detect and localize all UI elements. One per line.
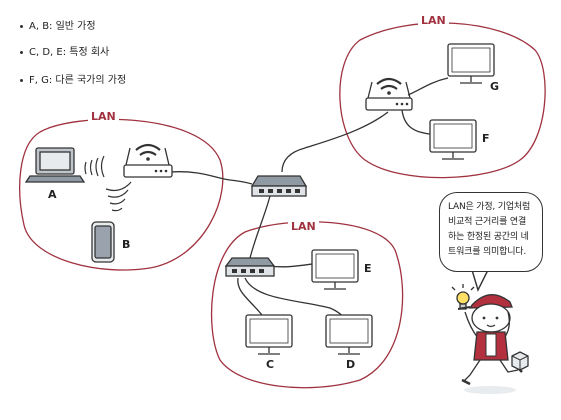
bullet-icon (20, 24, 23, 28)
laptop-a-icon (24, 147, 86, 183)
speech-line: LAN은 가정, 기업처럼 (448, 202, 531, 212)
cable-right-router-to-f (401, 109, 431, 135)
speech-line: 비교적 근거리를 연결 (448, 217, 527, 227)
lan-label-bottom: LAN (288, 220, 319, 233)
device-label-b: B (122, 238, 131, 251)
smartphone-b-icon (91, 221, 115, 263)
device-label-g: G (490, 80, 500, 93)
device-label-f: F (482, 132, 490, 145)
lan-boundary-bottom (210, 221, 404, 389)
legend-item: F, G: 다른 국가의 가정 (20, 76, 126, 86)
lan-switch-icon (224, 257, 276, 277)
bullet-icon (20, 78, 23, 82)
core-switch-icon (250, 175, 308, 197)
bullet-icon (20, 50, 23, 54)
device-label-c: C (266, 358, 275, 371)
legend-text: C, D, E: 특정 회사 (29, 47, 110, 58)
device-label-a: A (48, 188, 57, 201)
lan-boundary-top-right (339, 22, 546, 179)
cable-right-router-to-core-switch (281, 111, 389, 173)
device-label-e: E (364, 262, 372, 275)
lightbulb-icon (451, 284, 475, 310)
character-illustration (451, 284, 529, 394)
speech-line: 하는 한정된 공간의 네 (448, 232, 529, 242)
legend-item: A, B: 일반 가정 (20, 22, 96, 32)
cable-core-switch-to-lan-switch (249, 195, 271, 259)
legend-text: F, G: 다른 국가의 가정 (29, 75, 127, 86)
legend-item: C, D, E: 특정 회사 (20, 48, 109, 58)
cable-right-router-to-g (407, 77, 449, 96)
wireless-signal-phone (105, 181, 132, 212)
monitor-g-icon (447, 43, 495, 84)
monitor-f-icon (429, 119, 477, 160)
monitor-d-icon (325, 314, 373, 355)
speech-line: 트워크를 의미합니다. (448, 247, 527, 257)
lan-label-left: LAN (88, 110, 119, 123)
lan-boundary-left (19, 118, 224, 271)
cable-switch-to-c (237, 277, 263, 316)
legend-text: A, B: 일반 가정 (29, 21, 96, 32)
cable-left-router-to-core-switch (169, 171, 253, 185)
lan-label-top-right: LAN (418, 14, 449, 27)
monitor-c-icon (245, 314, 293, 355)
speech-bubble-tail (471, 269, 489, 292)
monitor-e-icon (311, 249, 359, 290)
wifi-router-right-icon (365, 77, 413, 111)
wireless-signal-laptop (84, 155, 105, 178)
wifi-router-left-icon (123, 143, 173, 178)
cables (169, 77, 449, 323)
device-label-d: D (346, 358, 356, 371)
speech-bubble: LAN은 가정, 기업처럼 비교적 근거리를 연결 하는 한정된 공간의 네 트… (439, 192, 543, 272)
